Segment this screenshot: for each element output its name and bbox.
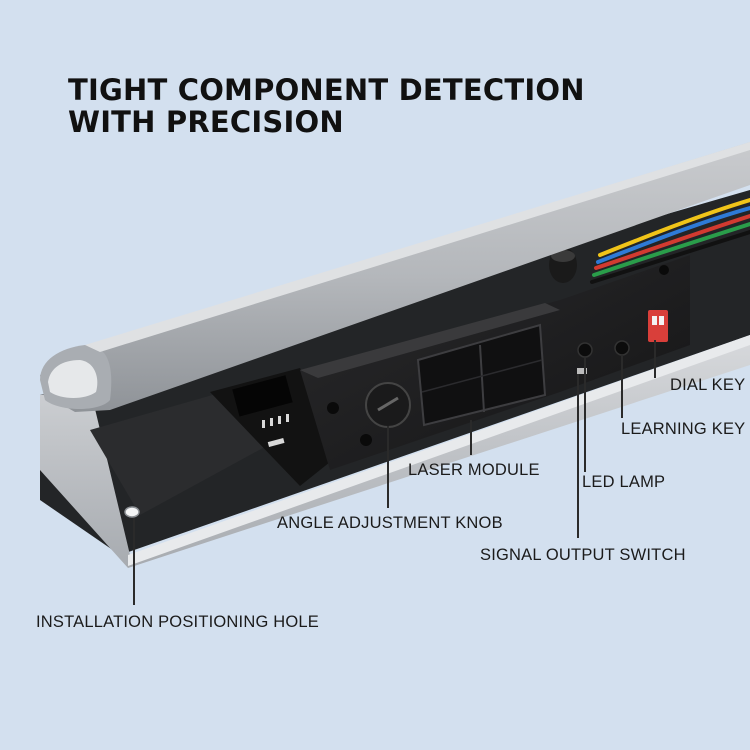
laser-module-label: LASER MODULE: [408, 461, 540, 479]
signal-switch-label: SIGNAL OUTPUT SWITCH: [480, 546, 686, 564]
page-headline: TIGHT COMPONENT DETECTION WITH PRECISION: [68, 74, 585, 138]
rail-top: [40, 142, 750, 412]
led-lamp: [577, 342, 593, 358]
headline-line-2: WITH PRECISION: [68, 105, 344, 139]
angle-knob-label: ANGLE ADJUSTMENT KNOB: [277, 514, 503, 532]
pcb-markings: [262, 414, 289, 447]
headline-line-1: TIGHT COMPONENT DETECTION: [68, 73, 585, 107]
housing-screw: [327, 402, 339, 414]
dial-key-label: DIAL KEY: [670, 376, 746, 394]
wire-bundle: [590, 198, 750, 284]
rail-bottom-plate: [40, 338, 750, 568]
positioning-hole: [124, 506, 140, 518]
signal-output-switch: [577, 368, 587, 374]
leader-lines: [133, 340, 656, 605]
positioning-hole-label: INSTALLATION POSITIONING HOLE: [36, 613, 319, 631]
dip-switch: [648, 310, 668, 342]
learning-key-label: LEARNING KEY: [621, 420, 746, 438]
rail-bottom-edge: [128, 335, 750, 566]
housing-screw: [659, 265, 669, 275]
led-lamp-label: LED LAMP: [582, 473, 666, 491]
learning-key: [614, 340, 630, 356]
housing-screw: [360, 434, 372, 446]
